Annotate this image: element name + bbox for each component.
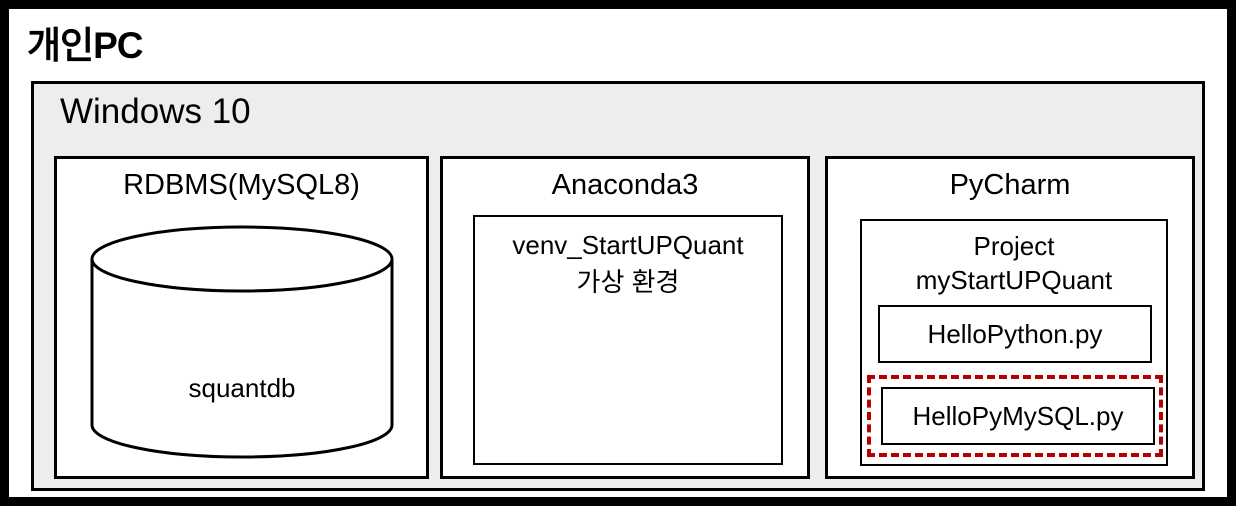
- pycharm-box: PyCharm Project myStartUPQuant HelloPyth…: [825, 156, 1195, 479]
- pycharm-title: PyCharm: [949, 169, 1071, 201]
- personal-pc-title: 개인PC: [27, 25, 143, 66]
- venv-name-label: venv_StartUPQuant: [512, 230, 744, 260]
- anaconda-box: Anaconda3 venv_StartUPQuant 가상 환경: [440, 156, 810, 479]
- file-hellopymysql: HelloPyMySQL.py: [881, 387, 1155, 445]
- project-name-label: myStartUPQuant: [915, 265, 1113, 295]
- file-hellopython: HelloPython.py: [878, 305, 1152, 363]
- highlight-dashed-border: HelloPyMySQL.py: [867, 375, 1163, 457]
- project-box: Project myStartUPQuant HelloPython.py He…: [860, 219, 1168, 466]
- windows10-title: Windows 10: [60, 92, 251, 131]
- venv-desc-label: 가상 환경: [576, 267, 680, 297]
- windows10-container: Windows 10 RDBMS(MySQL8) squantdb Anacon…: [31, 81, 1205, 491]
- database-cylinder-icon: squantdb: [88, 223, 396, 461]
- database-name-label: squantdb: [188, 373, 296, 403]
- rdbms-title: RDBMS(MySQL8): [123, 169, 360, 201]
- rdbms-box: RDBMS(MySQL8) squantdb: [54, 156, 429, 479]
- anaconda-title: Anaconda3: [551, 169, 699, 201]
- venv-box: venv_StartUPQuant 가상 환경: [473, 215, 783, 465]
- project-label: Project: [973, 231, 1055, 261]
